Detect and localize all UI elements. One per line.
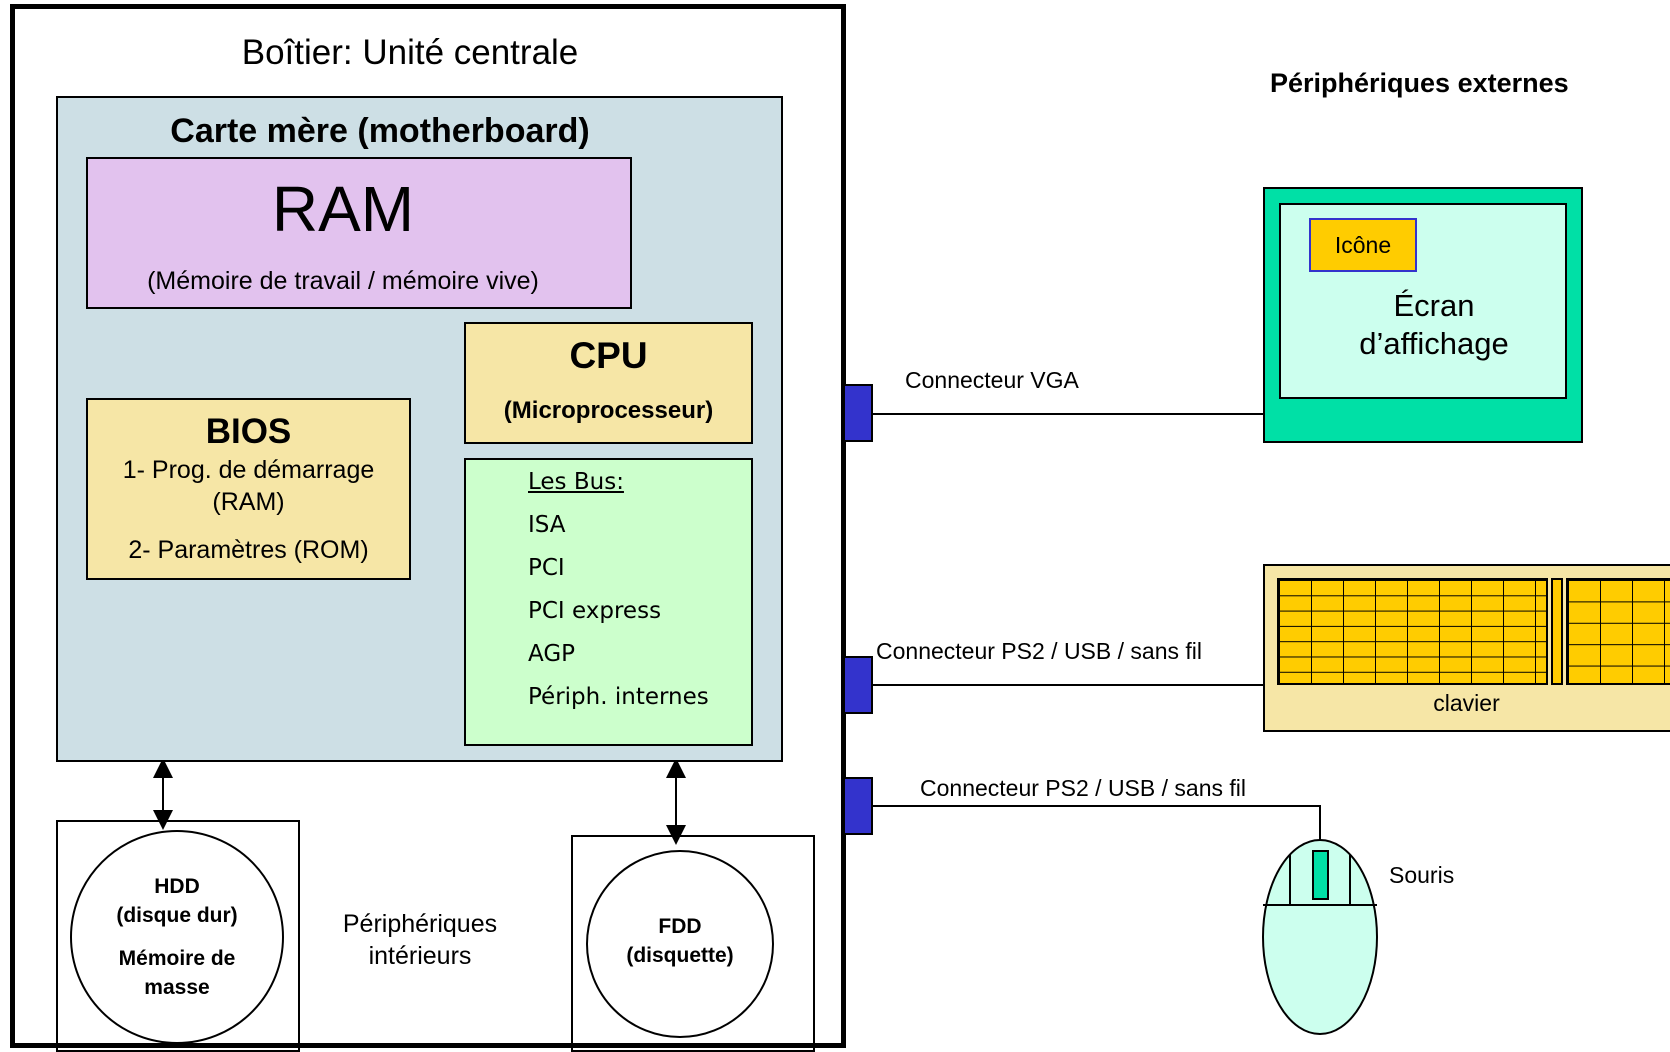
screen-label: Écran xyxy=(1393,288,1475,323)
case-title: Boîtier: Unité centrale xyxy=(241,33,579,72)
cpu-subtitle: (Microprocesseur) xyxy=(503,397,714,424)
bios-box xyxy=(86,398,411,580)
bus-item: PCI xyxy=(528,555,565,581)
mouse-wheel xyxy=(1312,850,1329,900)
central-unit-case xyxy=(10,4,846,1048)
bios-title: BIOS xyxy=(205,412,292,451)
bus-title: Les Bus: xyxy=(528,469,624,495)
fdd-label: FDD xyxy=(658,915,702,938)
vga-connector-label: Connecteur VGA xyxy=(905,367,1079,393)
desktop-icon-label: Icône xyxy=(1334,232,1392,258)
keyboard-connector-label: Connecteur PS2 / USB / sans fil xyxy=(876,638,1202,664)
bios-boot-program: 1- Prog. de démarrage xyxy=(122,456,375,484)
bus-item: Périph. internes xyxy=(528,684,709,710)
mouse-connector-label: Connecteur PS2 / USB / sans fil xyxy=(920,775,1246,801)
hdd-disk xyxy=(70,830,284,1044)
screen-label-2: d’affichage xyxy=(1359,326,1509,361)
fdd-disk xyxy=(586,850,774,1038)
mouse-port xyxy=(843,777,873,835)
hdd-label: HDD xyxy=(154,875,200,898)
keyboard-keys-main xyxy=(1277,578,1548,685)
motherboard-title: Carte mère (motherboard) xyxy=(170,112,590,150)
external-peripherals-title: Périphériques externes xyxy=(1270,68,1569,98)
bus-item: AGP xyxy=(528,641,576,667)
desktop-icon[interactable]: Icône xyxy=(1309,218,1417,272)
mouse-label: Souris xyxy=(1389,862,1455,888)
mouse-shape xyxy=(1262,839,1378,1035)
cpu-title: CPU xyxy=(569,335,648,376)
fdd-description: (disquette) xyxy=(626,944,734,967)
bus-box xyxy=(464,458,753,746)
internal-peripherals-label: Périphériques xyxy=(342,910,498,938)
keyboard-port xyxy=(843,656,873,714)
keyboard-keys-numpad-2 xyxy=(1566,578,1670,685)
vga-port xyxy=(843,384,873,442)
hdd-mass-storage-2: masse xyxy=(144,976,210,999)
hdd-mass-storage: Mémoire de xyxy=(118,947,236,970)
cpu-box xyxy=(464,322,753,444)
ram-subtitle: (Mémoire de travail / mémoire vive) xyxy=(147,267,539,295)
mouse-cable xyxy=(873,805,1321,852)
bus-item: ISA xyxy=(528,512,566,538)
keyboard-keys-numpad xyxy=(1551,578,1563,685)
keyboard-label: clavier xyxy=(1433,690,1500,716)
internal-peripherals-label-2: intérieurs xyxy=(368,942,472,970)
bios-boot-program-ram: (RAM) xyxy=(212,488,285,516)
bios-parameters: 2- Paramètres (ROM) xyxy=(128,536,369,564)
ram-box xyxy=(86,157,632,309)
ram-title: RAM xyxy=(271,173,415,245)
bus-item: PCI express xyxy=(528,598,662,624)
hdd-description: (disque dur) xyxy=(116,904,238,927)
